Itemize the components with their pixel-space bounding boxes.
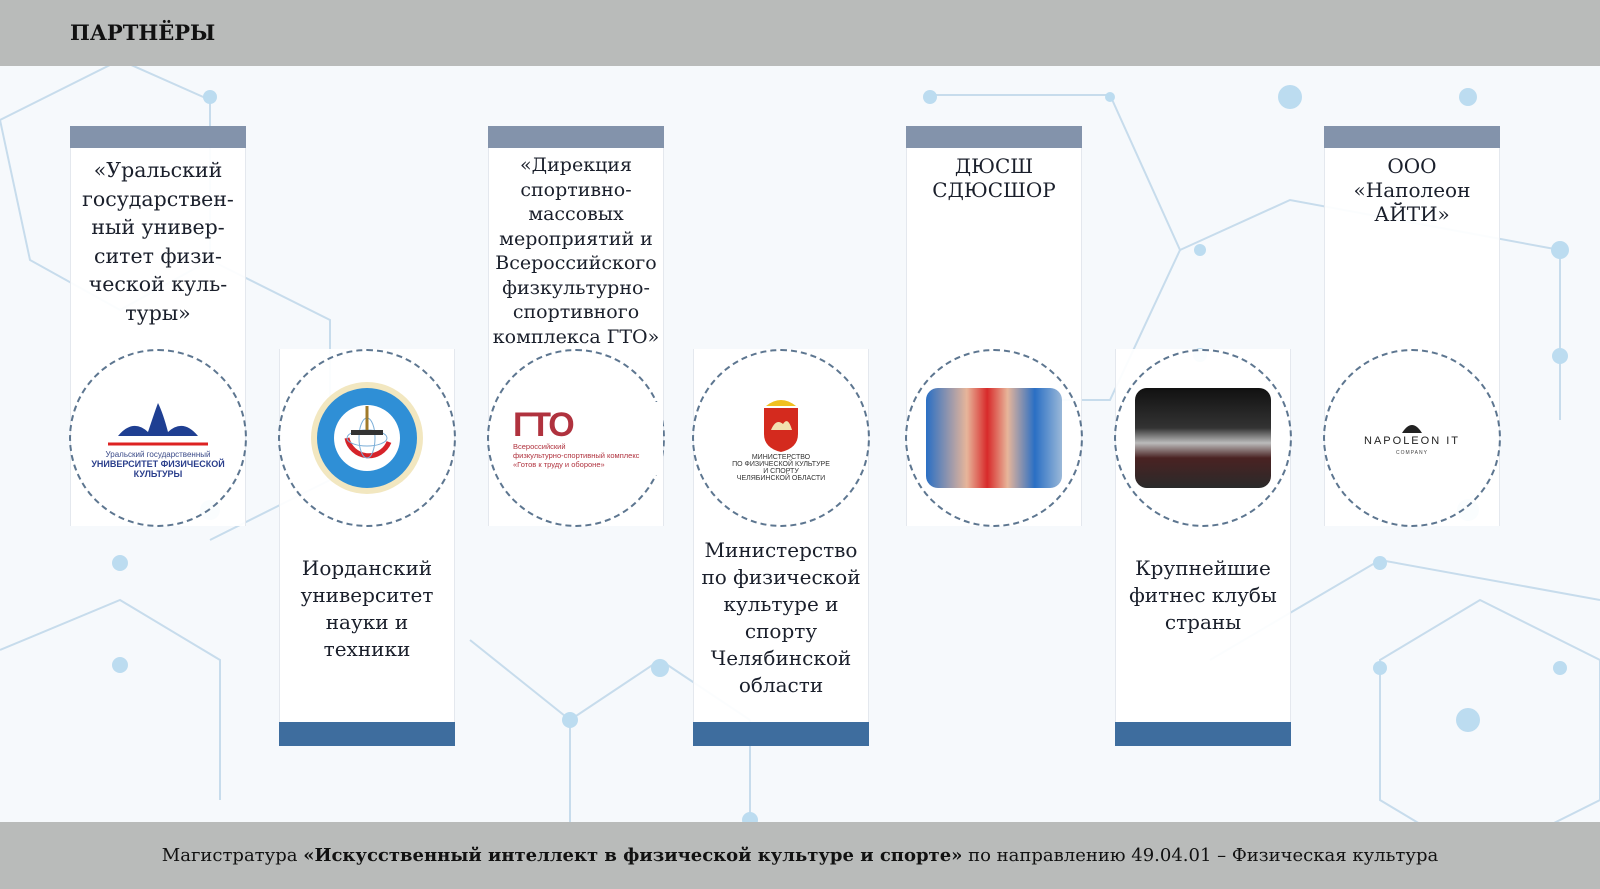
- logo-text: ПО ФИЗИЧЕСКОЙ КУЛЬТУРЕ: [732, 461, 830, 468]
- program-name: «Искусственный интеллект в физической ку…: [303, 845, 963, 866]
- partner-title: ООО «Наполеон АЙТИ»: [1353, 154, 1471, 226]
- partner-title: Министерство по физической культуре и сп…: [701, 538, 861, 697]
- logo-circle: ГТО Всероссийский физкультурно-спортивны…: [487, 349, 665, 527]
- card-top-tab: [488, 126, 664, 148]
- napoleon-logo: NAPOLEON IT COMPANY: [1353, 379, 1471, 497]
- partner-title: ДЮСШ СДЮСШОР: [932, 154, 1056, 202]
- ministry-logo: МИНИСТЕРСТВО ПО ФИЗИЧЕСКОЙ КУЛЬТУРЕ И СП…: [728, 390, 834, 486]
- logo-text: ЧЕЛЯБИНСКОЙ ОБЛАСТИ: [736, 475, 826, 482]
- logo-circle: [278, 349, 456, 527]
- logo-text: NAPOLEON IT: [1364, 434, 1460, 447]
- card-bottom-tab: [1115, 722, 1291, 746]
- bicorne-hat-icon: [1402, 424, 1422, 433]
- card-bottom-tab: [279, 722, 455, 746]
- logo-text: КУЛЬТУРЫ: [133, 468, 183, 479]
- footer-suffix: по направлению 49.04.01 – Физическая кул…: [962, 845, 1439, 866]
- logo-circle: МИНИСТЕРСТВО ПО ФИЗИЧЕСКОЙ КУЛЬТУРЕ И СП…: [692, 349, 870, 527]
- jordan-university-logo: [311, 382, 423, 494]
- partner-title: «Уральский государствен-ный универ-ситет…: [82, 158, 234, 325]
- logo-circle: Уральский государственный УНИВЕРСИТЕТ ФИ…: [69, 349, 247, 527]
- coat-of-arms-icon: [763, 400, 798, 452]
- card-top-tab: [906, 126, 1082, 148]
- logo-text: МИНИСТЕРСТВО: [751, 454, 811, 461]
- footer-text: Магистратура «Искусственный интеллект в …: [162, 845, 1438, 866]
- gto-logo: ГТО Всероссийский физкультурно-спортивны…: [509, 401, 663, 475]
- logo-text: COMPANY: [1396, 449, 1428, 456]
- gto-mark: ГТО: [513, 405, 575, 444]
- footer-bar: Магистратура «Искусственный интеллект в …: [0, 822, 1600, 889]
- logo-text: УНИВЕРСИТЕТ ФИЗИЧЕСКОЙ: [91, 458, 225, 469]
- logo-text: Всероссийский: [513, 441, 566, 451]
- logo-circle: NAPOLEON IT COMPANY: [1323, 349, 1501, 527]
- logo-text: Уральский государственный: [105, 449, 211, 459]
- partner-title: «Дирекция спортивно-массовых мероприятий…: [492, 154, 660, 348]
- card-bottom-tab: [693, 722, 869, 746]
- gym-photo: [1135, 388, 1271, 488]
- logo-circle: [1114, 349, 1292, 527]
- boxing-photo: [926, 388, 1062, 488]
- logo-circle: [905, 349, 1083, 527]
- ugufk-logo: Уральский государственный УНИВЕРСИТЕТ ФИ…: [91, 398, 225, 479]
- page-title: ПАРТНЁРЫ: [70, 20, 216, 45]
- card-top-tab: [1324, 126, 1500, 148]
- partner-title: Крупнейшие фитнес клубы страны: [1129, 556, 1277, 634]
- partner-title: Иорданский университет науки и техники: [300, 556, 434, 661]
- header-bar: ПАРТНЁРЫ: [0, 0, 1600, 66]
- logo-text: «Готов к труду и обороне»: [513, 459, 605, 469]
- logo-text: физкультурно-спортивный комплекс: [513, 450, 640, 460]
- card-top-tab: [70, 126, 246, 148]
- footer-prefix: Магистратура: [161, 845, 304, 866]
- swimmers-book-icon: [108, 402, 208, 445]
- logo-text: И СПОРТУ: [763, 468, 799, 475]
